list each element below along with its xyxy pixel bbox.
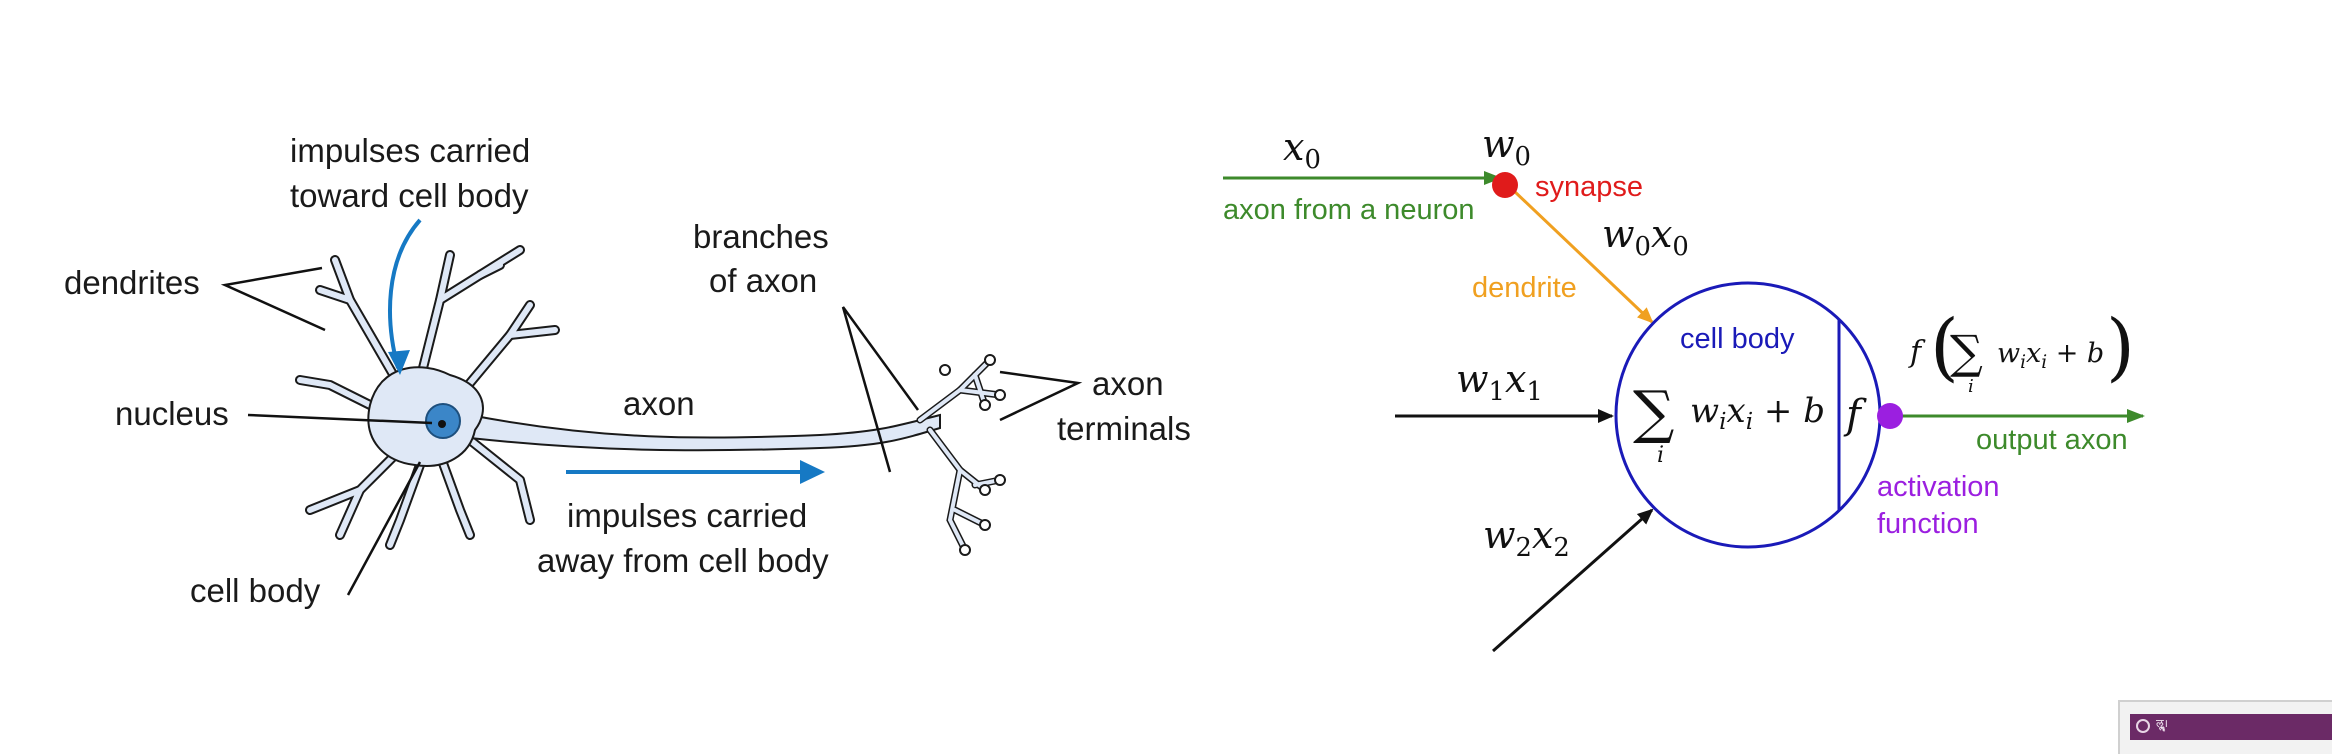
label-impulses-away-2: away from cell body <box>537 542 829 579</box>
thumbnail-label: ॡॢॣ। <box>2156 717 2168 730</box>
svg-text:): ) <box>2106 304 2135 390</box>
sum-symbol: ∑ <box>1633 378 1674 446</box>
activation-dot <box>1877 403 1903 429</box>
label-axon: axon <box>623 385 695 422</box>
synapse-dot <box>1492 172 1518 198</box>
label-nucleus: nucleus <box>115 395 229 432</box>
label-dendrites: dendrites <box>64 264 200 301</box>
dendrite-line <box>1511 188 1654 324</box>
axon-shape <box>469 413 941 452</box>
math-w1x1: w1x1 <box>1456 357 1543 407</box>
sum-body: wixi + b <box>1690 391 1825 435</box>
sum-formula: ∑ i wixi + b f <box>1633 378 1867 468</box>
branches-leader <box>841 306 920 473</box>
label-impulses-toward-1: impulses carried <box>290 132 530 169</box>
thumbnail-logo-icon <box>2136 719 2150 733</box>
label-impulses-away-1: impulses carried <box>567 497 807 534</box>
label-dendrite: dendrite <box>1472 272 1577 304</box>
math-w0x0: w0x0 <box>1602 212 1689 262</box>
label-branches-1: branches <box>693 218 829 255</box>
math-model: synapse axon from a neuron dendrite cell… <box>1223 122 2145 653</box>
label-axon-from-neuron: axon from a neuron <box>1223 194 1474 226</box>
math-w2x2: w2x2 <box>1483 513 1570 563</box>
activation-f: f <box>1843 392 1867 438</box>
biological-neuron: impulses carried toward cell body dendri… <box>64 132 1191 609</box>
svg-text:wixi + b: wixi + b <box>1997 338 2104 373</box>
thumbnail-window[interactable]: ॡॢॣ। <box>2118 700 2332 754</box>
axon-terminals-leader <box>999 370 1083 422</box>
label-activation-2: function <box>1877 508 1979 540</box>
label-activation-1: activation <box>1877 471 2000 503</box>
sum-index: i <box>1657 443 1664 468</box>
nucleus-leader <box>247 413 433 425</box>
svg-text:(: ( <box>1930 304 1959 390</box>
svg-text:f: f <box>1908 335 1926 370</box>
output-formula: f ( ∑ i wixi + b ) <box>1908 304 2135 397</box>
math-w0: w0 <box>1482 122 1531 172</box>
math-x0: x0 <box>1283 125 1321 175</box>
label-branches-2: of axon <box>709 262 817 299</box>
input-w2x2-line <box>1492 508 1654 653</box>
label-output-axon: output axon <box>1976 424 2128 456</box>
svg-text:∑: ∑ <box>1950 325 1983 379</box>
svg-text:i: i <box>1968 376 1974 397</box>
thumbnail-title-bar <box>2130 714 2332 740</box>
dendrites-leader <box>220 266 326 332</box>
neuron-labels: impulses carried toward cell body dendri… <box>64 132 1191 609</box>
label-cell-body: cell body <box>190 572 321 609</box>
label-cell-body-math: cell body <box>1680 323 1795 355</box>
cell-body-leader <box>346 461 422 596</box>
label-synapse: synapse <box>1535 171 1643 203</box>
impulse-toward-arrow <box>388 218 422 369</box>
label-impulses-toward-2: toward cell body <box>290 177 529 214</box>
label-axon-terminals-1: axon <box>1092 365 1164 402</box>
label-axon-terminals-2: terminals <box>1057 410 1191 447</box>
